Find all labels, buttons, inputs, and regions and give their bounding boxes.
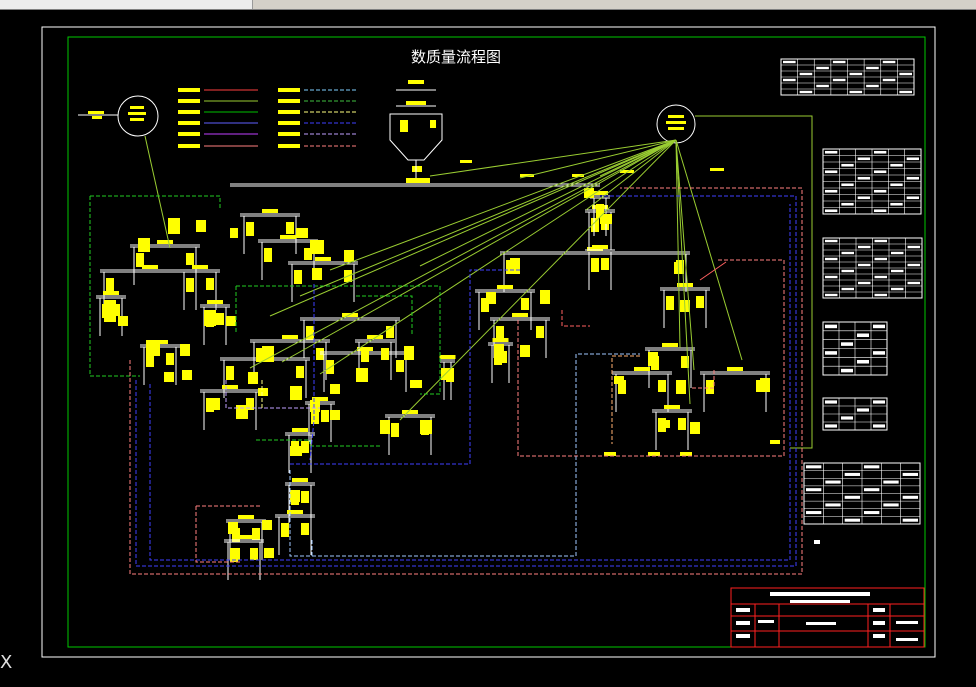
drawing-tab[interactable] <box>0 0 253 9</box>
line-legend <box>178 88 358 148</box>
inner-frame <box>67 36 926 648</box>
main-distribution-line <box>230 178 600 187</box>
feed-circle-right <box>656 104 696 144</box>
return-loops <box>89 187 803 575</box>
ucs-axis-icon: X <box>0 652 13 673</box>
flow-lines <box>144 115 813 449</box>
data-tables <box>780 58 923 544</box>
title-block <box>730 587 925 648</box>
drawing-title: 数质量流程图 <box>410 48 501 66</box>
outer-frame <box>41 26 936 658</box>
cad-drawing-canvas[interactable] <box>0 10 976 687</box>
window-tab-bar <box>0 0 976 10</box>
hopper-equipment <box>389 80 443 182</box>
feed-circle-left <box>78 95 159 137</box>
